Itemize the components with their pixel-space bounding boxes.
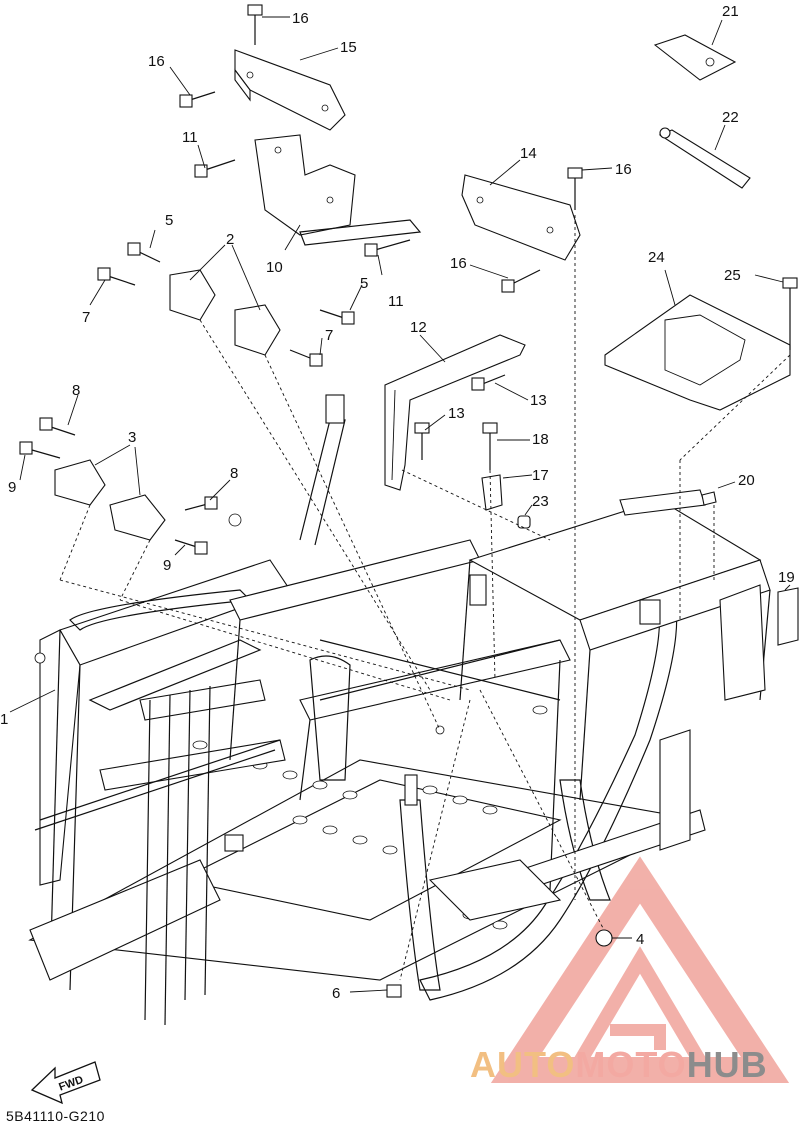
- callout-24: 24: [648, 249, 665, 266]
- part-22-rod: [658, 127, 751, 189]
- callout-5: 5: [165, 212, 173, 229]
- callout-9: 9: [8, 479, 16, 496]
- main-frame: [28, 394, 771, 1026]
- callout-6: 6: [332, 985, 340, 1002]
- callout-22: 22: [722, 109, 739, 126]
- callout-19: 19: [778, 569, 795, 586]
- part-2-mounts: [169, 269, 281, 356]
- diagram-code: 5B41110-G210: [6, 1108, 105, 1124]
- callout-23: 23: [532, 493, 549, 510]
- part-15-bracket: [234, 49, 346, 131]
- callout-17: 17: [532, 467, 549, 484]
- callout-11: 11: [182, 129, 198, 146]
- callout-5: 5: [360, 275, 368, 292]
- bolts: [19, 4, 798, 998]
- assembly-lines: [59, 215, 791, 981]
- callout-labels: 21 16 16 15 22 11 14 16 5 2 10 24 16 25 …: [0, 3, 795, 1002]
- callout-16: 16: [615, 161, 632, 178]
- callout-20: 20: [738, 472, 755, 489]
- watermark-text: AUTOMOTOHUB: [470, 1044, 768, 1086]
- callout-10: 10: [266, 259, 283, 276]
- part-19-label: [777, 587, 799, 646]
- part-17-clip: [481, 474, 503, 511]
- callout-7: 7: [82, 309, 90, 326]
- callout-7: 7: [325, 327, 333, 344]
- callout-9: 9: [163, 557, 171, 574]
- part-20-tag: [701, 491, 717, 506]
- watermark-part-hub: HUB: [686, 1044, 768, 1085]
- callout-8: 8: [72, 382, 80, 399]
- callout-21: 21: [722, 3, 739, 20]
- part-12-rail: [384, 334, 526, 491]
- fwd-arrow: FWD: [30, 1061, 101, 1105]
- callout-8: 8: [230, 465, 238, 482]
- callout-4: 4: [636, 931, 644, 948]
- callout-13: 13: [530, 392, 547, 409]
- callout-25: 25: [724, 267, 741, 284]
- watermark-part-auto: AUTO: [470, 1044, 576, 1085]
- callout-16: 16: [148, 53, 165, 70]
- part-21-pad: [653, 34, 737, 81]
- callout-18: 18: [532, 431, 549, 448]
- leader-lines: [9, 16, 791, 993]
- callout-11: 11: [388, 293, 404, 310]
- callout-15: 15: [340, 39, 357, 56]
- callout-16: 16: [292, 10, 309, 27]
- callout-12: 12: [410, 319, 427, 336]
- part-24-plate: [604, 294, 791, 411]
- callout-14: 14: [520, 145, 537, 162]
- callout-13: 13: [448, 405, 465, 422]
- callout-1: 1: [0, 711, 8, 728]
- part-14-plate: [461, 174, 581, 261]
- watermark-part-moto: MOTO: [575, 1044, 687, 1085]
- callout-2: 2: [226, 231, 234, 248]
- callout-16: 16: [450, 255, 467, 272]
- part-10-bracket: [254, 134, 422, 246]
- part-23-plug: [517, 515, 531, 529]
- callout-3: 3: [128, 429, 136, 446]
- watermark-logo: [490, 856, 790, 1083]
- part-3-mounts: [54, 459, 166, 541]
